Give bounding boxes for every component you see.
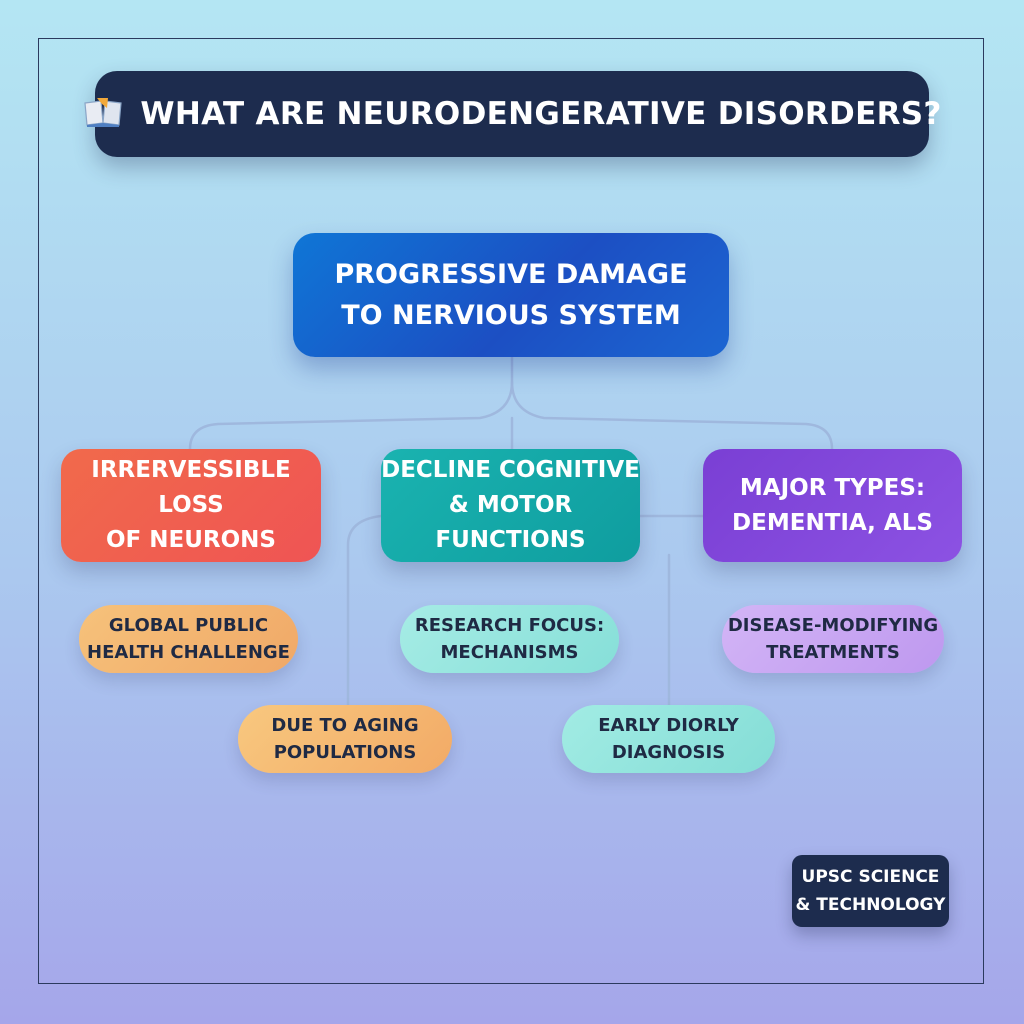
root-node-progressive-damage: PROGRESSIVE DAMAGE TO NERVIOUS SYSTEM — [293, 233, 729, 357]
badge-label: UPSC SCIENCE & TECHNOLOGY — [795, 867, 946, 915]
leaf-node-label: DUE TO AGING POPULATIONS — [271, 715, 419, 763]
leaf-node-early-diagnosis: EARLY DIORLY DIAGNOSIS — [562, 705, 775, 773]
title-bar: WHAT ARE NEURODENGERATIVE DISORDERS? — [84, 71, 941, 157]
leaf-node-label: RESEARCH FOCUS: MECHANISMS — [414, 615, 605, 663]
leaf-node-label: GLOBAL PUBLIC HEALTH CHALLENGE — [87, 615, 290, 663]
outer-frame — [38, 38, 984, 984]
open-book-icon — [82, 96, 124, 132]
leaf-node-global-health: GLOBAL PUBLIC HEALTH CHALLENGE — [79, 605, 298, 673]
connector-center-aging — [346, 514, 383, 707]
branch-node-label: DECLINE COGNITIVE & MOTOR FUNCTIONS — [381, 457, 640, 553]
leaf-node-label: EARLY DIORLY DIAGNOSIS — [598, 715, 739, 763]
branch-node-major-types: MAJOR TYPES: DEMENTIA, ALS — [703, 449, 962, 562]
branch-node-label: MAJOR TYPES: DEMENTIA, ALS — [732, 474, 933, 536]
leaf-node-research-focus: RESEARCH FOCUS: MECHANISMS — [400, 605, 619, 673]
leaf-node-label: DISEASE-MODIFYING TREATMENTS — [727, 615, 939, 663]
connector-root-stem — [188, 355, 514, 451]
branch-node-decline-functions: DECLINE COGNITIVE & MOTOR FUNCTIONS — [381, 449, 640, 562]
leaf-node-aging-populations: DUE TO AGING POPULATIONS — [238, 705, 452, 773]
connector-root-right — [510, 380, 834, 451]
branch-node-neuron-loss: IRRERVESSIBLE LOSS OF NEURONS — [61, 449, 321, 562]
root-node-label: PROGRESSIVE DAMAGE TO NERVIOUS SYSTEM — [334, 259, 688, 331]
page-title: WHAT ARE NEURODENGERATIVE DISORDERS? — [140, 96, 942, 132]
leaf-node-disease-modifying: DISEASE-MODIFYING TREATMENTS — [722, 605, 944, 673]
branch-node-label: IRRERVESSIBLE LOSS OF NEURONS — [91, 457, 291, 553]
upsc-badge: UPSC SCIENCE & TECHNOLOGY — [792, 855, 949, 927]
